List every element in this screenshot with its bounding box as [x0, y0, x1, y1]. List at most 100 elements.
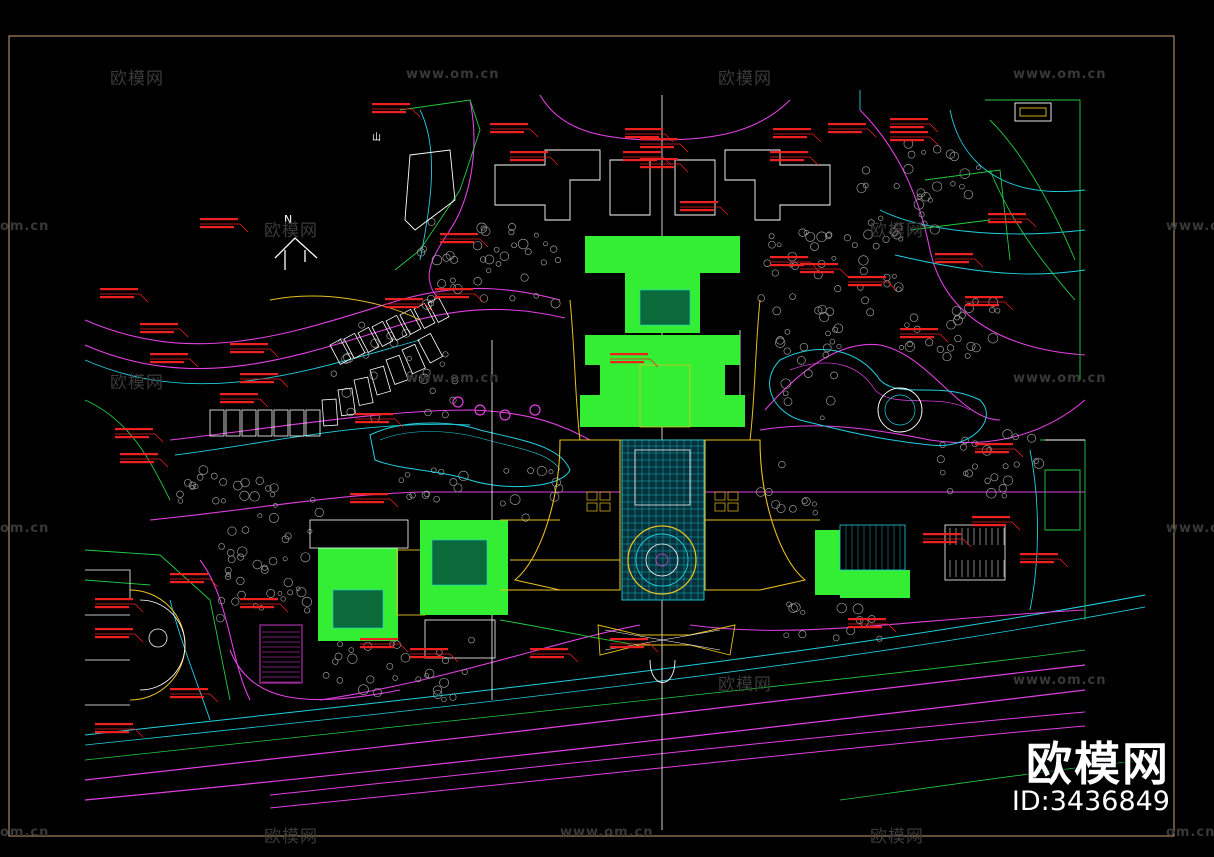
tree-symbol [237, 590, 246, 600]
coordinate-tag [640, 158, 689, 173]
tree-symbol [240, 477, 250, 488]
coordinate-tag [965, 296, 1014, 311]
tree-symbol [866, 308, 875, 317]
coordinate-tag [230, 343, 279, 358]
lake [369, 349, 987, 487]
tree-symbol [836, 602, 847, 614]
coordinate-tag [510, 151, 559, 166]
tree-symbol [486, 267, 492, 274]
tree-symbol [994, 307, 1001, 314]
tree-symbol [780, 378, 792, 389]
house-unit [399, 308, 422, 335]
tree-symbol [177, 498, 184, 504]
tree-symbol [893, 183, 900, 190]
yellow-paths [269, 295, 820, 591]
coordinate-tag [640, 138, 689, 153]
tree-symbol [998, 484, 1007, 493]
house-unit [385, 314, 408, 341]
coordinate-tag [828, 123, 877, 138]
coordinate-tag [150, 353, 199, 368]
tree-symbol [366, 675, 375, 684]
tree-symbol [829, 338, 836, 345]
internal-roads [84, 90, 1086, 721]
tree-symbol [783, 397, 793, 407]
coordinate-tag [410, 648, 459, 663]
tree-symbol [986, 488, 997, 499]
tree-symbol [398, 477, 405, 483]
tree-symbol [832, 634, 840, 642]
tree-symbol [422, 368, 431, 377]
tree-symbol [322, 672, 330, 679]
tree-symbol [184, 478, 192, 487]
tree-symbol [554, 483, 564, 493]
coordinate-tag [610, 353, 659, 368]
tree-symbol [971, 343, 981, 353]
tree-symbol [409, 492, 416, 499]
watermark-site: om.cn [0, 825, 50, 840]
tree-symbol [830, 371, 838, 380]
tree-symbol [1027, 433, 1037, 443]
tree-symbol [441, 656, 450, 665]
tree-symbol [554, 257, 562, 264]
coordinate-tag [360, 638, 409, 653]
tree-symbol [1012, 433, 1019, 441]
tree-symbol [310, 497, 316, 503]
tree-symbol [445, 250, 455, 260]
house-unit [353, 376, 374, 406]
north-arrow [274, 237, 318, 270]
tree-symbol [921, 149, 926, 155]
tree-symbol [188, 481, 197, 489]
tree-symbol [236, 576, 245, 586]
tree-symbol [257, 513, 263, 519]
tree-symbol [776, 503, 786, 513]
south-west-buildings [259, 519, 508, 684]
tree-symbol [438, 468, 445, 476]
tree-symbol [449, 478, 458, 487]
tree-symbol [424, 408, 432, 417]
tree-symbol [386, 662, 394, 670]
tree-symbol [216, 613, 225, 623]
tree-symbol [442, 351, 449, 358]
tree-symbol [819, 415, 825, 421]
coordinate-tag [355, 413, 404, 428]
tree-symbol [458, 470, 469, 482]
tree-symbol [484, 254, 495, 265]
tree-symbol [959, 168, 971, 179]
tree-symbol [898, 236, 904, 242]
tree-symbol [284, 532, 292, 540]
tree-symbol [358, 684, 369, 696]
house-unit [343, 332, 366, 359]
tree-symbol [947, 488, 954, 495]
watermark-site: om.cn [0, 219, 50, 234]
coordinate-tag [848, 618, 897, 633]
tree-symbol [907, 150, 916, 159]
tree-symbol [435, 649, 443, 656]
tree-symbol [415, 676, 422, 683]
tree-symbol [231, 597, 240, 606]
watermark-brand: 欧模网 [110, 69, 164, 89]
tree-symbol [822, 343, 832, 353]
coordinate-tag [240, 598, 289, 613]
tree-symbol [1033, 458, 1045, 469]
north-label: N [284, 213, 293, 226]
tree-symbol [508, 229, 515, 236]
tree-symbol [778, 460, 786, 469]
coordinate-tag [350, 493, 399, 508]
tree-symbol [961, 436, 969, 445]
tree-symbol [800, 609, 806, 616]
tree-symbol [439, 361, 445, 367]
tree-symbol [945, 149, 956, 159]
tree-symbol [269, 491, 276, 498]
tree-symbol [424, 668, 435, 679]
watermark-brand: 欧模网 [264, 221, 318, 241]
tree-symbol [960, 443, 967, 451]
tree-symbol [468, 636, 475, 644]
tree-symbol [951, 306, 962, 316]
tree-symbol [280, 596, 286, 602]
coordinate-tag [770, 151, 819, 166]
watermark-site: www.om.cn [560, 825, 654, 840]
coordinate-tag [610, 638, 659, 653]
tree-symbol [450, 256, 459, 264]
coordinate-tag [773, 128, 822, 143]
tree-symbol [225, 572, 231, 577]
